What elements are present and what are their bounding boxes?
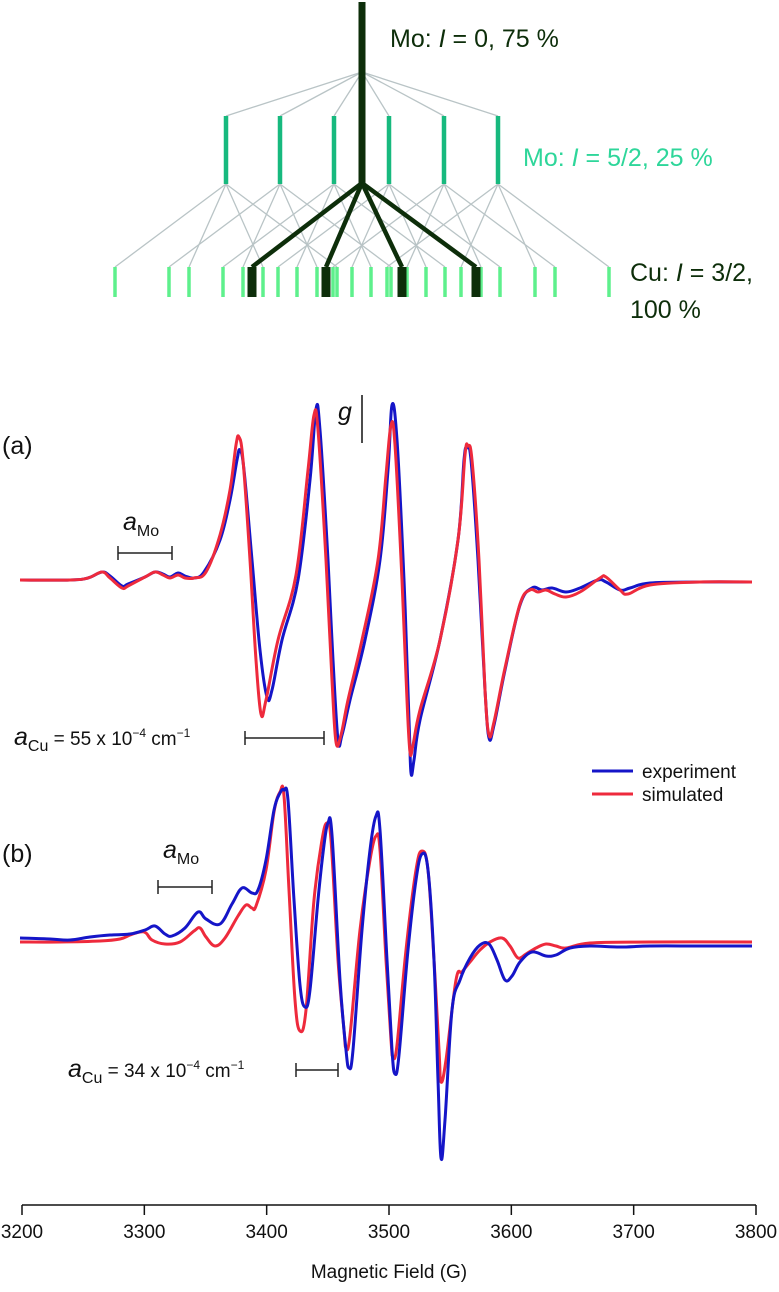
x-tick-label: 3700 bbox=[613, 1222, 655, 1243]
splitting-diagram: Mo: I = 0, 75 % Mo: I = 5/2, 25 % Cu: I … bbox=[113, 2, 753, 324]
tree-label-cu-abundance: 100 % bbox=[630, 296, 701, 324]
a-mo-scalebar-b bbox=[157, 880, 213, 894]
a-mo-label-a: aMo bbox=[123, 508, 159, 540]
mo-i0-cu-branches bbox=[247, 2, 481, 297]
curve-b-experiment bbox=[19, 786, 752, 1162]
tree-connector-lines bbox=[114, 71, 610, 268]
curve-a-simulated bbox=[19, 408, 753, 757]
a-cu-label-a: aCu = 55 x 10−4 cm−1 bbox=[14, 723, 191, 755]
spectrum-a: (a) g aMo aCu = 55 x 10−4 cm−1 bbox=[2, 395, 753, 777]
x-axis: 3200 3300 3400 3500 3600 3700 3800 Magnetic Fi… bbox=[1, 1204, 777, 1283]
x-tick-label: 3600 bbox=[490, 1222, 532, 1243]
spectrum-b: (b) aMo aCu = 34 x 10−4 cm−1 bbox=[2, 784, 753, 1162]
legend-label-experiment: experiment bbox=[642, 762, 737, 783]
legend: experiment simulated bbox=[592, 762, 737, 806]
panel-label-b: (b) bbox=[2, 840, 33, 868]
a-cu-scalebar-a bbox=[244, 731, 325, 745]
mo-hyperfine-lines bbox=[223, 116, 501, 184]
cu-hyperfine-lines bbox=[113, 267, 611, 297]
tree-label-mo-i0: Mo: I = 0, 75 % bbox=[390, 25, 559, 53]
x-tick-label: 3200 bbox=[1, 1222, 43, 1243]
a-cu-scalebar-b bbox=[295, 1063, 339, 1077]
panel-label-a: (a) bbox=[2, 432, 33, 460]
tree-label-mo-i52: Mo: I = 5/2, 25 % bbox=[523, 144, 713, 172]
g-marker-label: g bbox=[338, 398, 352, 426]
x-tick-label: 3300 bbox=[123, 1222, 165, 1243]
a-mo-scalebar-a bbox=[117, 546, 173, 560]
x-axis-ticks: 3200 3300 3400 3500 3600 3700 3800 bbox=[1, 1205, 777, 1243]
x-tick-label: 3800 bbox=[735, 1222, 777, 1243]
tree-label-cu: Cu: I = 3/2, bbox=[630, 259, 753, 287]
legend-label-simulated: simulated bbox=[642, 785, 723, 806]
x-axis-title: Magnetic Field (G) bbox=[311, 1262, 467, 1283]
a-cu-label-b: aCu = 34 x 10−4 cm−1 bbox=[68, 1055, 245, 1087]
x-tick-label: 3400 bbox=[246, 1222, 288, 1243]
x-tick-label: 3500 bbox=[368, 1222, 410, 1243]
a-mo-label-b: aMo bbox=[163, 836, 199, 868]
